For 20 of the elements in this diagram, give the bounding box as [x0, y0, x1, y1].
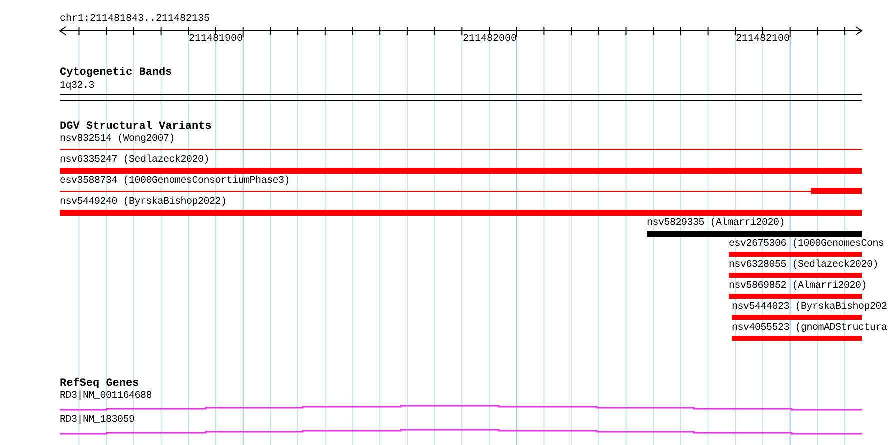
variant-label: nsv832514 (Wong2007) [60, 134, 176, 146]
coordinate-label: 211482000 [463, 34, 517, 46]
gene-label: RD3|NM_183059 [60, 415, 135, 427]
variant-label: nsv5829335 (Almarri2020) [647, 218, 786, 230]
track-title: DGV Structural Variants [60, 121, 212, 133]
gene-label: RD3|NM_001164688 [60, 391, 152, 403]
band-label: 1q32.3 [60, 81, 95, 93]
variant-label: nsv6335247 (Sedlazeck2020) [60, 155, 210, 167]
variant-label: nsv6328055 (Sedlazeck2020) [729, 260, 879, 272]
variant-label: esv3588734 (1000GenomesConsortiumPhase3) [60, 176, 290, 188]
variant-label: esv2675306 (1000GenomesCons [729, 239, 884, 251]
track-title: Cytogenetic Bands [60, 67, 172, 79]
variant-label: nsv5869852 (Almarri2020) [729, 281, 868, 293]
coordinate-label: 211482100 [736, 34, 790, 46]
variant-label: nsv4055523 (gnomADStructura [732, 323, 888, 335]
coordinate-label: 211481900 [189, 34, 243, 46]
locus-label: chr1:211481843..211482135 [60, 14, 210, 26]
variant-label: nsv5444023 (ByrskaBishop202 [732, 302, 888, 314]
variant-label: nsv5449240 (ByrskaBishop2022) [60, 197, 227, 209]
track-title: RefSeq Genes [60, 378, 140, 390]
